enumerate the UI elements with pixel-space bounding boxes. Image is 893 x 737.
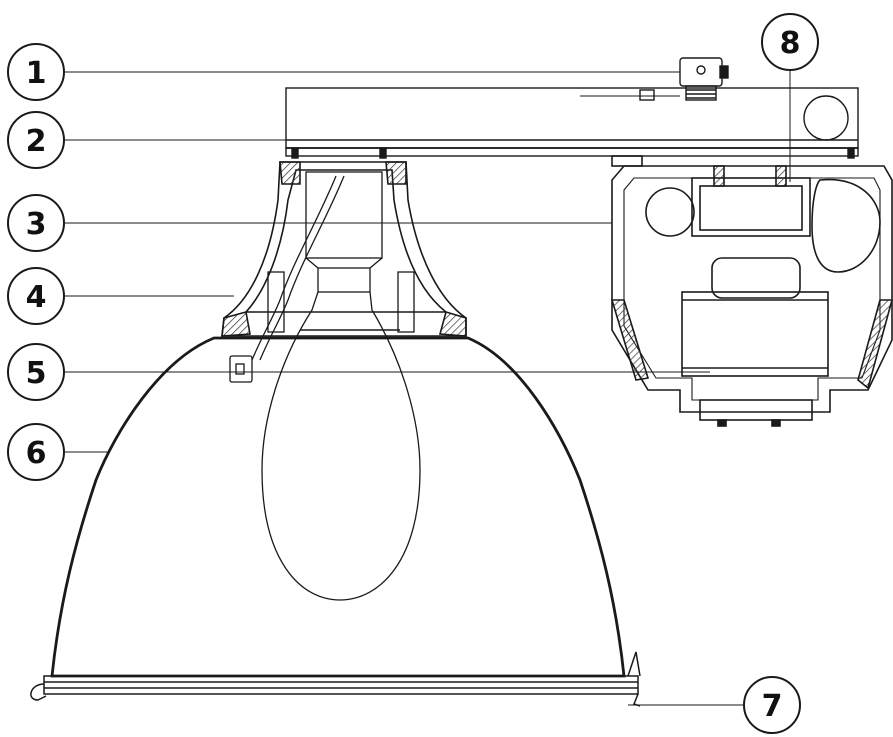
- callout-8: 8: [761, 13, 819, 71]
- callout-4: 4: [7, 267, 65, 325]
- callout-label-3: 3: [26, 207, 47, 242]
- callout-2: 2: [7, 111, 65, 169]
- reflector: [50, 336, 626, 678]
- callout-7: 7: [743, 676, 801, 734]
- callout-label-6: 6: [26, 436, 47, 471]
- callout-label-4: 4: [26, 280, 47, 315]
- mounting-rail: [285, 87, 859, 159]
- cable-gland: [679, 57, 729, 101]
- lamp-bulb: [261, 171, 421, 601]
- callout-1: 1: [7, 43, 65, 101]
- callout-6: 6: [7, 423, 65, 481]
- callout-3: 3: [7, 194, 65, 252]
- callout-label-7: 7: [762, 689, 783, 724]
- callout-5: 5: [7, 343, 65, 401]
- callout-label-1: 1: [26, 56, 47, 91]
- lens-ring: [30, 651, 641, 707]
- lamp-housing: [221, 161, 467, 337]
- gear-box: [610, 155, 893, 427]
- callout-label-5: 5: [26, 356, 47, 391]
- callout-label-8: 8: [780, 26, 801, 61]
- leader-lines: [64, 70, 791, 706]
- callout-label-2: 2: [26, 124, 47, 159]
